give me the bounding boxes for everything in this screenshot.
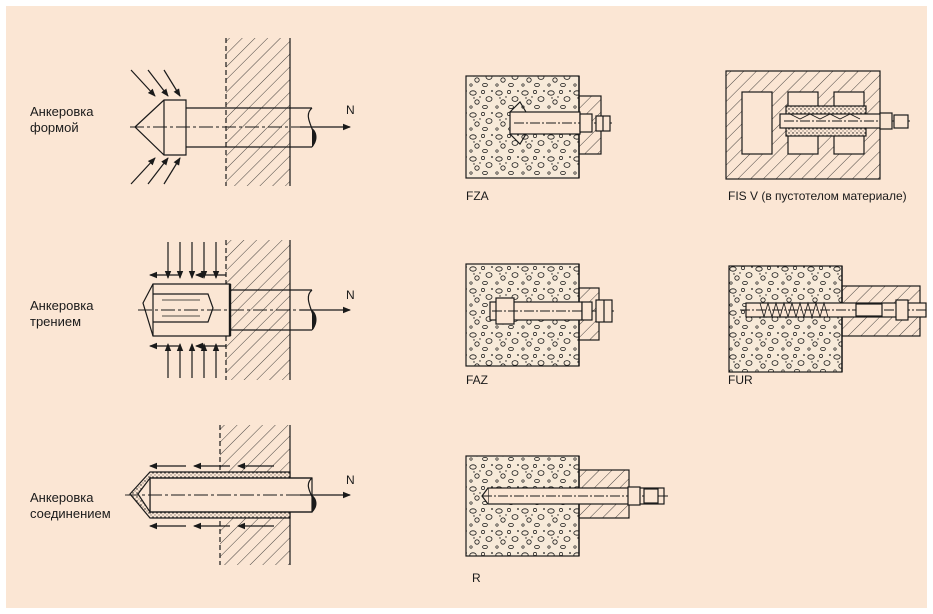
- fis-v-anchor-drawing: [725, 70, 910, 180]
- form-anchoring-label-line1: Анкеровка: [30, 104, 94, 119]
- force-n-label-1: N: [346, 103, 355, 117]
- bond-anchoring-label-line2: соединением: [30, 506, 111, 521]
- force-n-label-3: N: [346, 473, 355, 487]
- faz-anchor-drawing: [465, 263, 614, 367]
- bond-anchoring-drawing: [125, 425, 351, 565]
- caption-fza: FZA: [466, 189, 489, 203]
- fza-anchor-drawing: [465, 75, 612, 179]
- bond-anchoring-label: Анкеровка соединением: [30, 490, 111, 522]
- caption-faz: FAZ: [466, 373, 489, 387]
- caption-fur: FUR: [728, 373, 753, 387]
- caption-r: R: [472, 571, 481, 585]
- friction-anchoring-drawing: [138, 240, 351, 380]
- form-anchoring-drawing: [130, 38, 351, 186]
- friction-anchoring-label-line2: трением: [30, 314, 82, 329]
- friction-anchoring-label: Анкеровка трением: [30, 298, 93, 330]
- caption-fis-v: FIS V (в пустотелом материале): [728, 189, 907, 203]
- form-anchoring-label: Анкеровка формой: [30, 104, 93, 136]
- force-n-label-2: N: [346, 288, 355, 302]
- r-anchor-drawing: [465, 455, 668, 557]
- friction-anchoring-label-line1: Анкеровка: [30, 298, 94, 313]
- form-anchoring-label-line2: формой: [30, 120, 79, 135]
- bond-anchoring-label-line1: Анкеровка: [30, 490, 94, 505]
- fur-anchor-drawing: [728, 265, 928, 373]
